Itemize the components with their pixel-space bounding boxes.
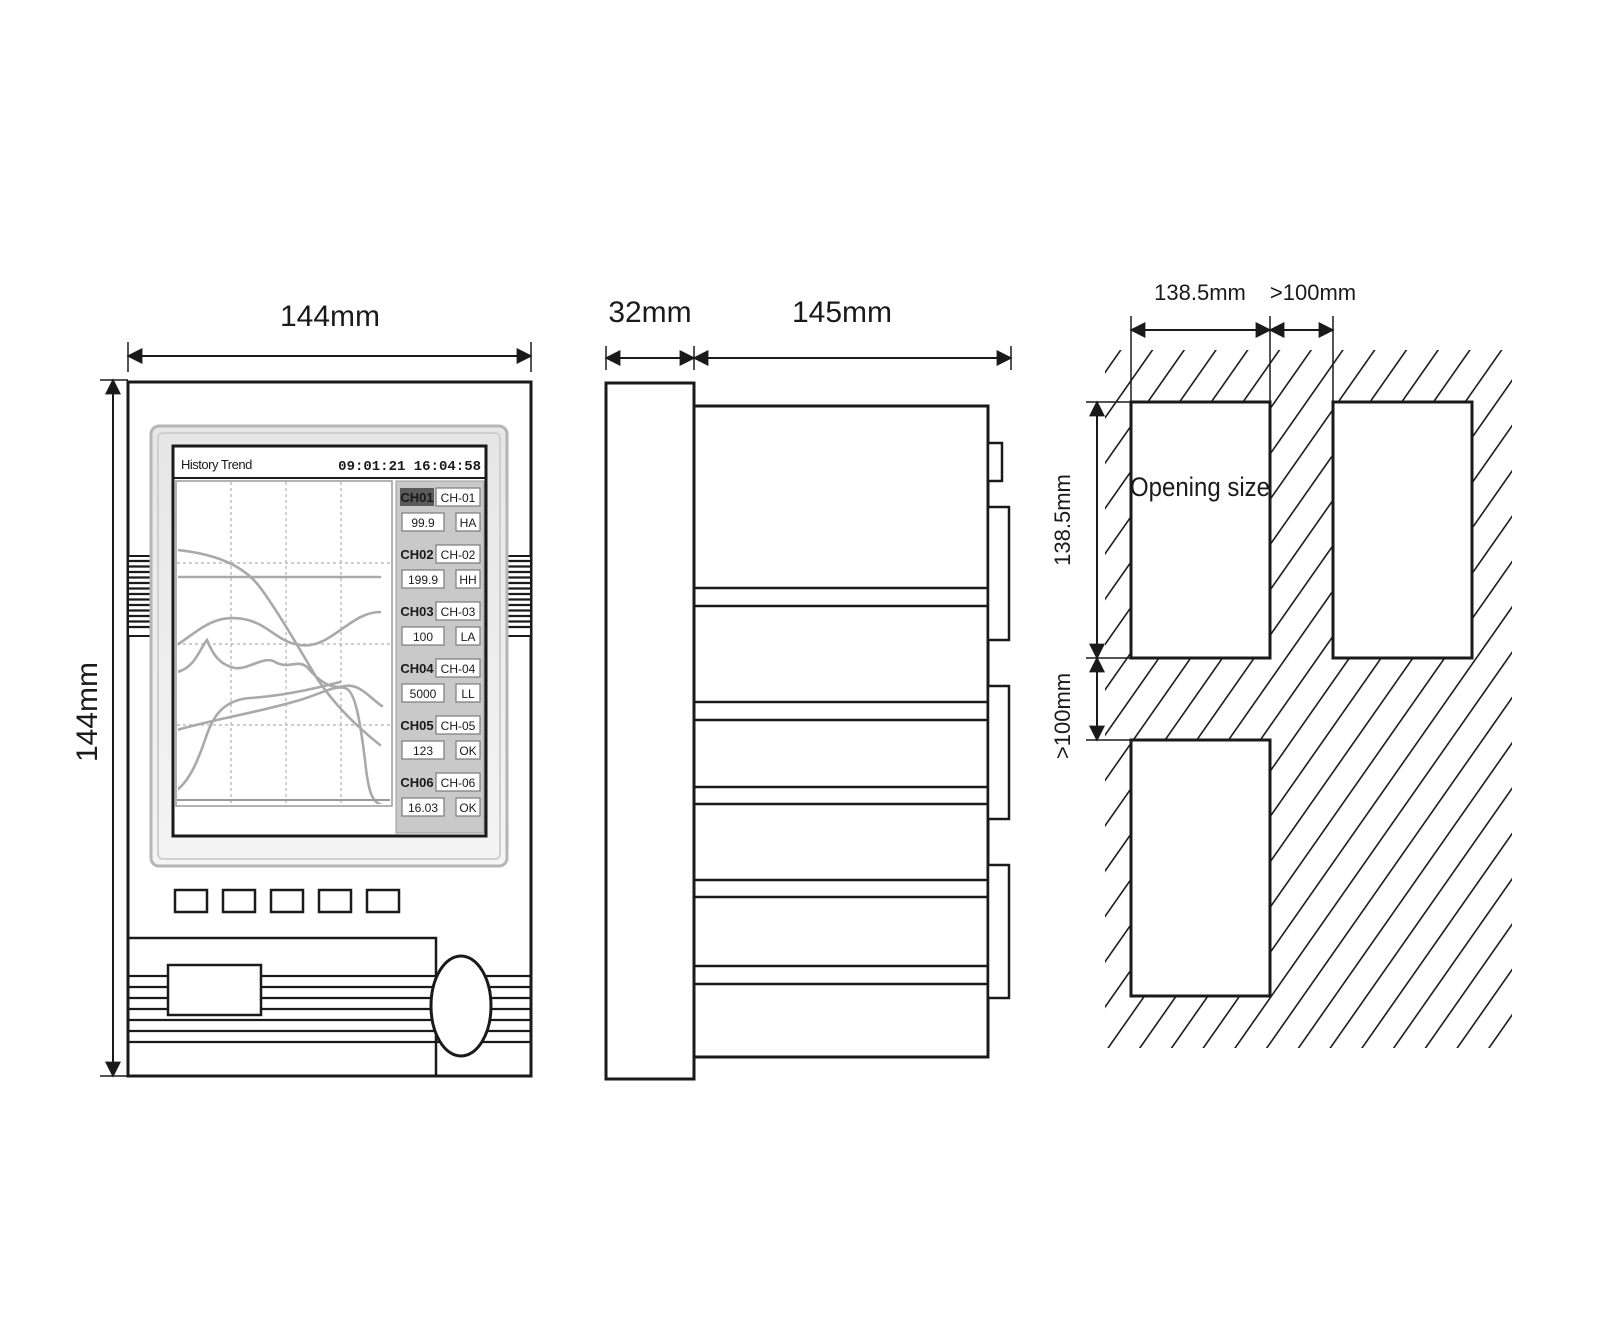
front-button-3[interactable] bbox=[269, 888, 305, 914]
channel-id-box bbox=[400, 545, 434, 563]
channel-status: OK bbox=[459, 744, 476, 758]
trend-line-5 bbox=[178, 686, 382, 804]
front-height-label: 144mm bbox=[71, 662, 104, 762]
channel-id-box bbox=[400, 488, 434, 506]
trend-line-1 bbox=[178, 548, 382, 747]
opening-top-left bbox=[1129, 400, 1272, 660]
front-button-5[interactable] bbox=[365, 888, 401, 914]
channel-row: CH05 CH-05 123 OK bbox=[400, 715, 481, 760]
channel-id-box bbox=[400, 773, 434, 791]
channel-tag-box bbox=[435, 715, 481, 735]
trend-line-6 bbox=[178, 680, 342, 791]
opening-top-right bbox=[1331, 400, 1474, 660]
side-terminal-3 bbox=[986, 863, 1011, 1000]
channel-value: 100 bbox=[413, 630, 433, 644]
channel-value: 5000 bbox=[410, 687, 437, 701]
channel-status: LA bbox=[461, 630, 476, 644]
opening-size-label: Opening size bbox=[1130, 473, 1270, 503]
vertical-gap-label: >100mm bbox=[1050, 673, 1075, 759]
channel-status: HA bbox=[460, 516, 477, 530]
channel-id: CH04 bbox=[400, 661, 434, 676]
channel-id-box bbox=[400, 659, 434, 677]
channel-id: CH02 bbox=[400, 547, 433, 562]
channel-id: CH01 bbox=[400, 490, 433, 505]
channel-id: CH06 bbox=[400, 775, 433, 790]
channel-value-box bbox=[401, 797, 445, 817]
channel-id: CH03 bbox=[400, 604, 433, 619]
front-button-2[interactable] bbox=[221, 888, 257, 914]
channel-tag: CH-04 bbox=[441, 662, 476, 676]
side-body bbox=[692, 404, 990, 1059]
channel-value: 99.9 bbox=[411, 516, 435, 530]
channel-row: CH01 CH-01 99.9 HA bbox=[400, 487, 481, 532]
bezel-depth-label: 32mm bbox=[608, 296, 691, 329]
card-slot bbox=[166, 963, 263, 1017]
channel-value: 123 bbox=[413, 744, 433, 758]
right-grip bbox=[506, 555, 532, 637]
screen-title: History Trend bbox=[181, 457, 252, 472]
front-width-label: 144mm bbox=[280, 300, 380, 333]
opening-height-label: 138.5mm bbox=[1050, 474, 1075, 566]
opening-bottom-left bbox=[1129, 738, 1272, 998]
channel-status: HH bbox=[459, 573, 476, 587]
channel-value-box bbox=[401, 512, 445, 532]
knob[interactable] bbox=[429, 954, 493, 1058]
channel-status-box bbox=[455, 683, 481, 703]
channel-row: CH04 CH-04 5000 LL bbox=[400, 658, 481, 703]
channel-value: 16.03 bbox=[408, 801, 438, 815]
channel-tag-box bbox=[435, 658, 481, 678]
channel-status-box bbox=[455, 512, 481, 532]
panel-cutout-view: Opening size 138.5mm >100mm 138.5mm >100… bbox=[1050, 280, 1512, 1048]
channel-status-box bbox=[455, 797, 481, 817]
channel-value-box bbox=[401, 740, 445, 760]
trend-line-3 bbox=[178, 610, 382, 647]
side-connector-top bbox=[986, 441, 1004, 483]
horizontal-gap-label: >100mm bbox=[1270, 280, 1356, 305]
channel-value-box bbox=[401, 569, 445, 589]
channel-status: OK bbox=[459, 801, 476, 815]
channel-status-box bbox=[455, 569, 481, 589]
left-grip bbox=[127, 555, 153, 637]
channel-tag: CH-06 bbox=[441, 776, 476, 790]
screen-datetime: 09:01:21 16:04:58 bbox=[338, 459, 481, 475]
channel-value-box bbox=[401, 683, 445, 703]
channel-id-box bbox=[400, 716, 434, 734]
channel-tag: CH-02 bbox=[441, 548, 476, 562]
channel-tag: CH-05 bbox=[441, 719, 476, 733]
channel-tag: CH-03 bbox=[441, 605, 476, 619]
channel-status-box bbox=[455, 626, 481, 646]
body-depth-label: 145mm bbox=[792, 296, 892, 329]
side-bezel-block bbox=[604, 381, 696, 1081]
side-terminal-1 bbox=[986, 505, 1011, 642]
channel-value-box bbox=[401, 626, 445, 646]
channel-status: LL bbox=[461, 687, 475, 701]
channel-id-box bbox=[400, 602, 434, 620]
channel-tag-box bbox=[435, 487, 481, 507]
front-button-1[interactable] bbox=[173, 888, 209, 914]
channel-tag: CH-01 bbox=[441, 491, 476, 505]
side-terminal-2 bbox=[986, 684, 1011, 821]
channel-row: CH03 CH-03 100 LA bbox=[400, 601, 481, 646]
channel-id: CH05 bbox=[400, 718, 433, 733]
front-view: 144mm 144mm History Trend 09:01:21 16:04… bbox=[71, 300, 533, 1078]
front-button-4[interactable] bbox=[317, 888, 353, 914]
front-button-row bbox=[173, 888, 401, 914]
side-view: 32mm 145mm bbox=[604, 296, 1013, 1081]
trend-plot bbox=[175, 480, 393, 807]
trend-line-4 bbox=[178, 637, 384, 708]
opening-width-label: 138.5mm bbox=[1154, 280, 1246, 305]
channel-value: 199.9 bbox=[408, 573, 438, 587]
channel-tag-box bbox=[435, 772, 481, 792]
channel-status-box bbox=[455, 740, 481, 760]
channel-tag-box bbox=[435, 601, 481, 621]
channel-tag-box bbox=[435, 544, 481, 564]
